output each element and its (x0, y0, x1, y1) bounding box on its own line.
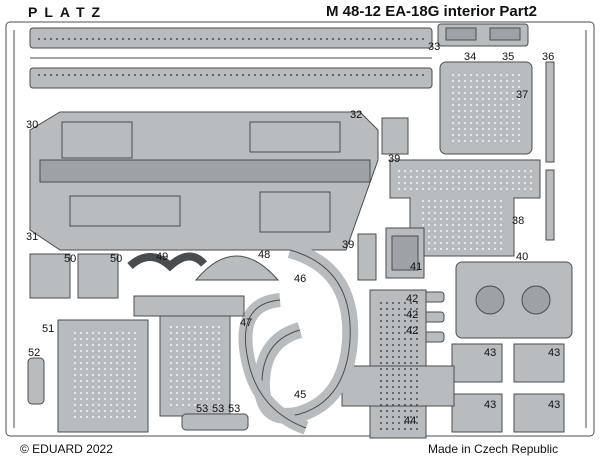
label-41: 41 (410, 261, 422, 273)
fret-frame (5, 21, 595, 437)
label-48: 48 (258, 249, 270, 261)
label-53c: 53 (228, 403, 240, 415)
part-42-handles (423, 291, 445, 343)
part-38-panel (389, 159, 541, 257)
label-53a: 53 (196, 403, 208, 415)
label-43d: 43 (548, 399, 560, 411)
part-33-rails (29, 27, 433, 89)
label-50b: 50 (110, 253, 122, 265)
label-30: 30 (26, 119, 38, 131)
part-30-32-floor (29, 111, 379, 251)
part-51-frame (57, 319, 149, 433)
label-39b: 39 (342, 239, 354, 251)
part-45-46-curves (238, 242, 359, 435)
part-37-console (439, 61, 533, 155)
label-33: 33 (428, 41, 440, 53)
label-37: 37 (516, 89, 528, 101)
part-34-35-brackets (437, 23, 529, 47)
label-42c: 42 (406, 325, 418, 337)
label-44: 44 (404, 415, 416, 427)
label-39a: 39 (388, 153, 400, 165)
label-50a: 50 (64, 253, 76, 265)
part-47-49 (127, 252, 280, 417)
label-43a: 43 (484, 347, 496, 359)
label-32: 32 (350, 109, 362, 121)
label-46: 46 (294, 273, 306, 285)
label-52: 52 (28, 347, 40, 359)
label-35: 35 (502, 51, 514, 63)
sheet-title: M 48-12 EA-18G interior Part2 (326, 3, 537, 20)
label-42b: 42 (406, 309, 418, 321)
part-36-strips (545, 61, 555, 241)
part-41-box (385, 227, 425, 279)
label-36: 36 (542, 51, 554, 63)
part-50-boxes (29, 253, 119, 299)
part-39-brackets (357, 117, 409, 281)
label-40: 40 (516, 251, 528, 263)
copyright-text: © EDUARD 2022 (20, 442, 113, 456)
label-47: 47 (240, 317, 252, 329)
part-number-labels: 30 31 32 33 34 35 36 37 38 39 39 40 41 4… (26, 41, 560, 427)
part-43-parts (451, 343, 565, 433)
label-51: 51 (42, 323, 54, 335)
label-38: 38 (512, 215, 524, 227)
label-34: 34 (464, 51, 476, 63)
label-42a: 42 (406, 293, 418, 305)
part-40-panel (455, 261, 573, 339)
label-43b: 43 (548, 347, 560, 359)
label-43c: 43 (484, 399, 496, 411)
label-49: 49 (156, 251, 168, 263)
part-52-53-small (27, 357, 249, 431)
label-53b: 53 (212, 403, 224, 415)
origin-text: Made in Czech Republic (428, 442, 559, 456)
label-45: 45 (294, 389, 306, 401)
brand-logo-text: PLATZ (28, 4, 108, 20)
label-31: 31 (26, 231, 38, 243)
